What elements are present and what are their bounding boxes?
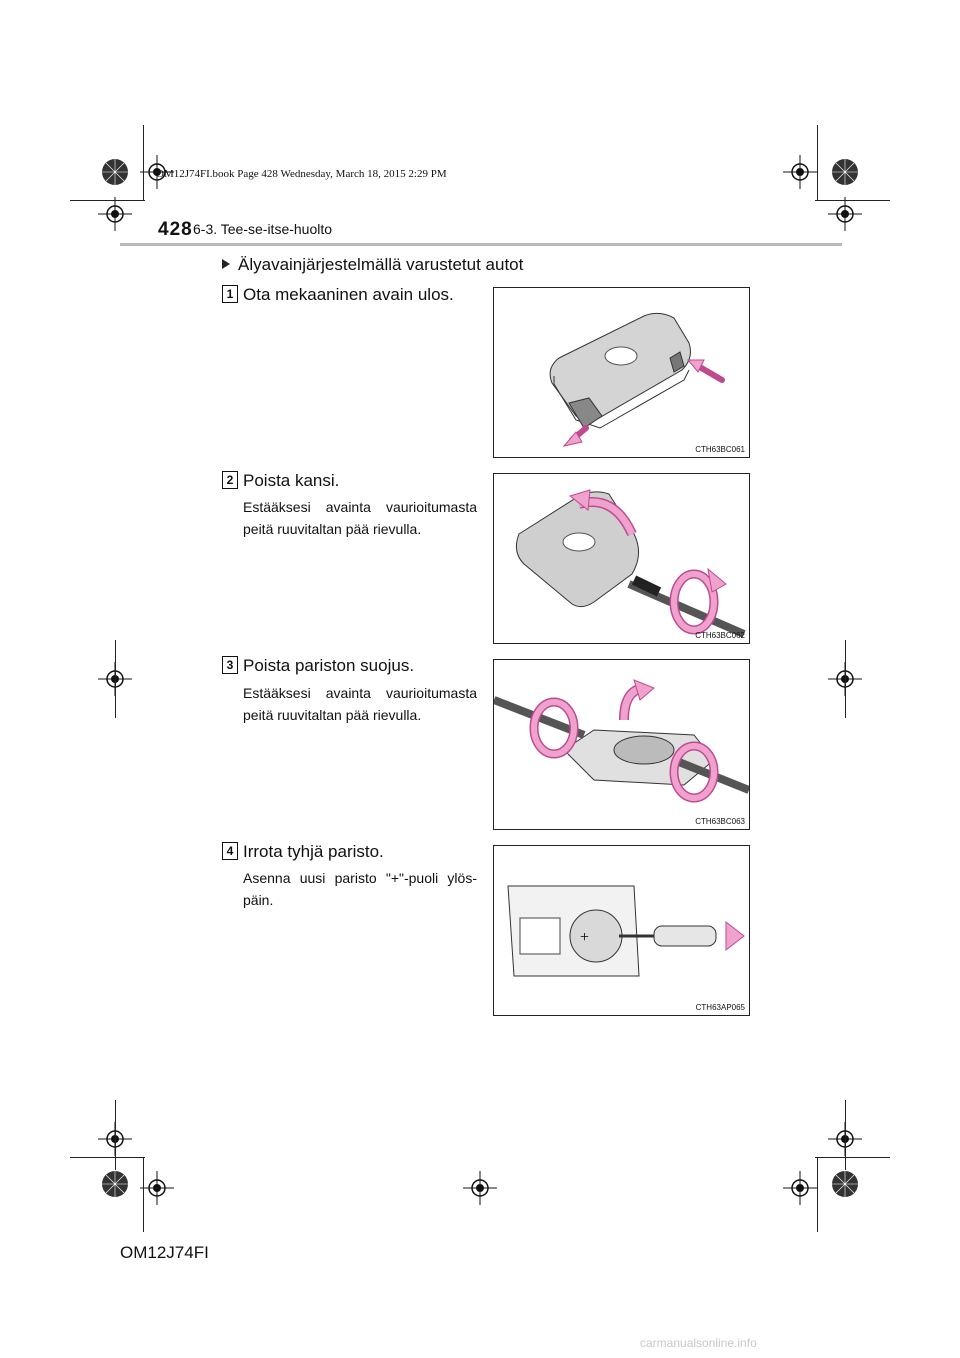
registration-mark-icon	[832, 1171, 858, 1197]
figure-code: CTH63BC061	[695, 445, 745, 454]
figure-remove-battery: + CTH63AP065	[493, 845, 750, 1016]
crop-line	[143, 1157, 144, 1232]
book-header: OM12J74FI.book Page 428 Wednesday, March…	[156, 168, 447, 180]
crosshair-mark-icon	[140, 155, 174, 189]
crop-line	[817, 1157, 818, 1232]
crop-line	[70, 1157, 145, 1158]
step-note: Estääksesi avainta vaurioitumasta peitä …	[243, 685, 477, 723]
watermark: carmanualsonline.info	[640, 1336, 757, 1350]
step-title: Irrota tyhjä paristo.	[243, 842, 384, 861]
step-number-badge: 3	[222, 656, 238, 674]
registration-mark-icon	[102, 1171, 128, 1197]
crop-line	[817, 125, 818, 200]
crosshair-mark-icon	[828, 197, 862, 231]
step-number-badge: 4	[222, 842, 238, 860]
intro-heading: Älyavainjärjestelmällä varustetut autot	[222, 255, 523, 275]
crop-line	[815, 200, 890, 201]
section-title: 6-3. Tee-se-itse-huolto	[193, 221, 333, 237]
header-rule	[120, 243, 842, 246]
figure-code: CTH63BC063	[695, 817, 745, 826]
step-note: Estääksesi avainta vaurioitumasta peitä …	[243, 499, 477, 537]
crop-line	[845, 1100, 846, 1170]
step-number-badge: 1	[222, 285, 238, 303]
step-note: Asenna uusi paristo "+"-puoli ylös-päin.	[243, 870, 477, 908]
crop-line	[115, 640, 116, 718]
footer-manual-code: OM12J74FI	[120, 1243, 209, 1262]
crop-line	[143, 125, 144, 200]
crop-line	[815, 1157, 890, 1158]
step-title: Ota mekaaninen avain ulos.	[243, 285, 454, 304]
battery-cover-illustration	[494, 679, 749, 803]
figure-remove-battery-cover: CTH63BC063	[493, 659, 750, 830]
page-number: 428	[158, 219, 193, 240]
triangle-bullet-icon	[222, 259, 230, 269]
crop-line	[115, 1100, 116, 1170]
key-fob-cover-illustration	[515, 489, 746, 638]
registration-mark-icon	[102, 159, 128, 185]
figure-remove-cover: CTH63BC062	[493, 473, 750, 644]
figure-code: CTH63BC062	[695, 631, 745, 640]
svg-text:+: +	[580, 929, 589, 946]
crosshair-mark-icon	[463, 1171, 497, 1205]
figure-code: CTH63AP065	[695, 1003, 745, 1012]
crosshair-mark-icon	[98, 197, 132, 231]
intro-text: Älyavainjärjestelmällä varustetut autot	[238, 255, 524, 274]
crosshair-mark-icon	[140, 1171, 174, 1205]
figure-remove-mechanical-key: CTH63BC061	[493, 287, 750, 458]
crop-line	[70, 200, 145, 201]
step-number-badge: 2	[222, 471, 238, 489]
battery-removal-illustration: +	[507, 885, 745, 977]
key-fob-illustration	[549, 312, 725, 447]
registration-mark-icon	[832, 159, 858, 185]
step-title: Poista kansi.	[243, 471, 340, 490]
crosshair-mark-icon	[783, 155, 817, 189]
step-title: Poista pariston suojus.	[243, 656, 415, 675]
crop-line	[845, 640, 846, 718]
crosshair-mark-icon	[783, 1171, 817, 1205]
